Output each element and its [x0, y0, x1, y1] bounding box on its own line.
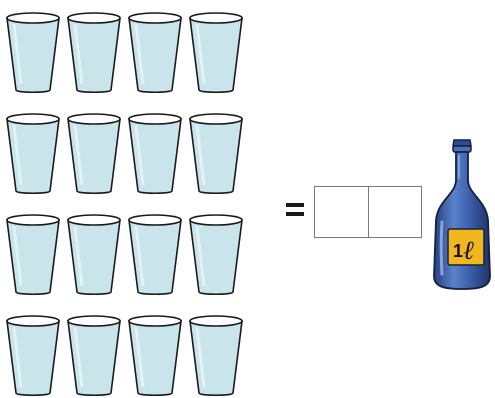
drinking-glass	[67, 113, 121, 195]
bottle-label-number: 1	[453, 241, 463, 261]
equals-sign	[286, 203, 304, 216]
glass-grid	[4, 10, 254, 397]
drinking-glass	[128, 113, 182, 195]
drinking-glass	[67, 214, 121, 296]
bottle-label-unit: ℓ	[463, 236, 474, 265]
glasses-to-bottle-diagram: 1 ℓ	[4, 10, 491, 397]
drinking-glass	[6, 12, 60, 94]
drinking-glass	[6, 214, 60, 296]
drinking-glass	[189, 113, 243, 195]
drinking-glass	[189, 12, 243, 94]
drinking-glass	[67, 12, 121, 94]
one-litre-bottle: 1 ℓ	[433, 139, 491, 290]
answer-boxes[interactable]	[314, 186, 422, 238]
drinking-glass	[189, 214, 243, 296]
bottle-label	[447, 228, 485, 266]
answer-box-tens[interactable]	[315, 187, 368, 237]
answer-box-ones[interactable]	[367, 187, 422, 237]
drinking-glass	[6, 113, 60, 195]
drinking-glass	[128, 214, 182, 296]
drinking-glass	[6, 315, 60, 397]
drinking-glass	[67, 315, 121, 397]
drinking-glass	[128, 12, 182, 94]
drinking-glass	[128, 315, 182, 397]
drinking-glass	[189, 315, 243, 397]
